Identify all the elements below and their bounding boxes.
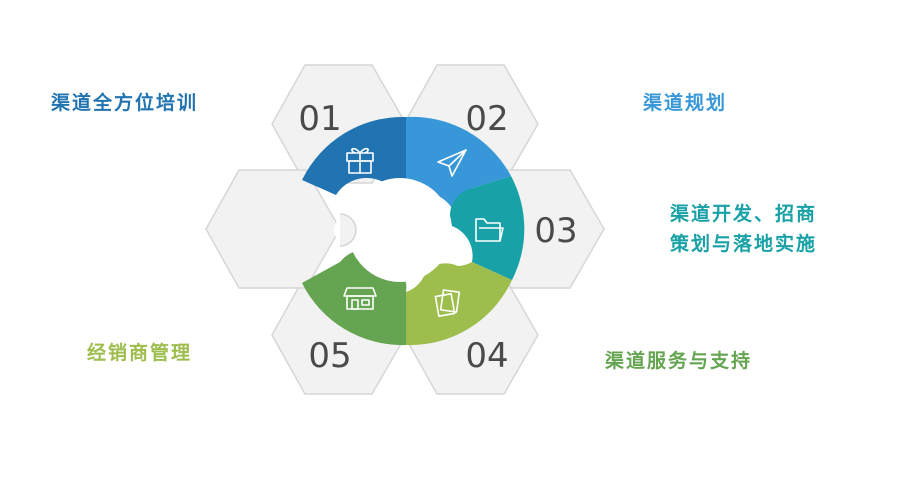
label-step-01: 渠道全方位培训: [51, 92, 199, 114]
segment-01: [302, 116, 406, 195]
folder-icon: [475, 218, 504, 242]
step-number-03: 03: [534, 211, 577, 251]
label-step-03-line1: 渠道开发、招商: [670, 203, 818, 225]
label-step-04: 渠道服务与支持: [605, 350, 753, 372]
label-step-05: 经销商管理: [87, 342, 193, 364]
label-step-02: 渠道规划: [643, 92, 728, 114]
center-hole: [348, 178, 452, 282]
step-number-04: 04: [465, 336, 508, 376]
step-number-05: 05: [308, 336, 351, 376]
left-tab: [339, 213, 357, 247]
step-number-02: 02: [465, 99, 508, 139]
paper-plane-icon: [437, 149, 467, 177]
store-icon: [343, 287, 377, 310]
label-step-03-line2: 策划与落地实施: [670, 233, 818, 255]
segment-04: [406, 262, 512, 346]
step-number-01: 01: [298, 99, 341, 139]
documents-icon: [434, 289, 461, 318]
gift-icon: [346, 147, 374, 174]
